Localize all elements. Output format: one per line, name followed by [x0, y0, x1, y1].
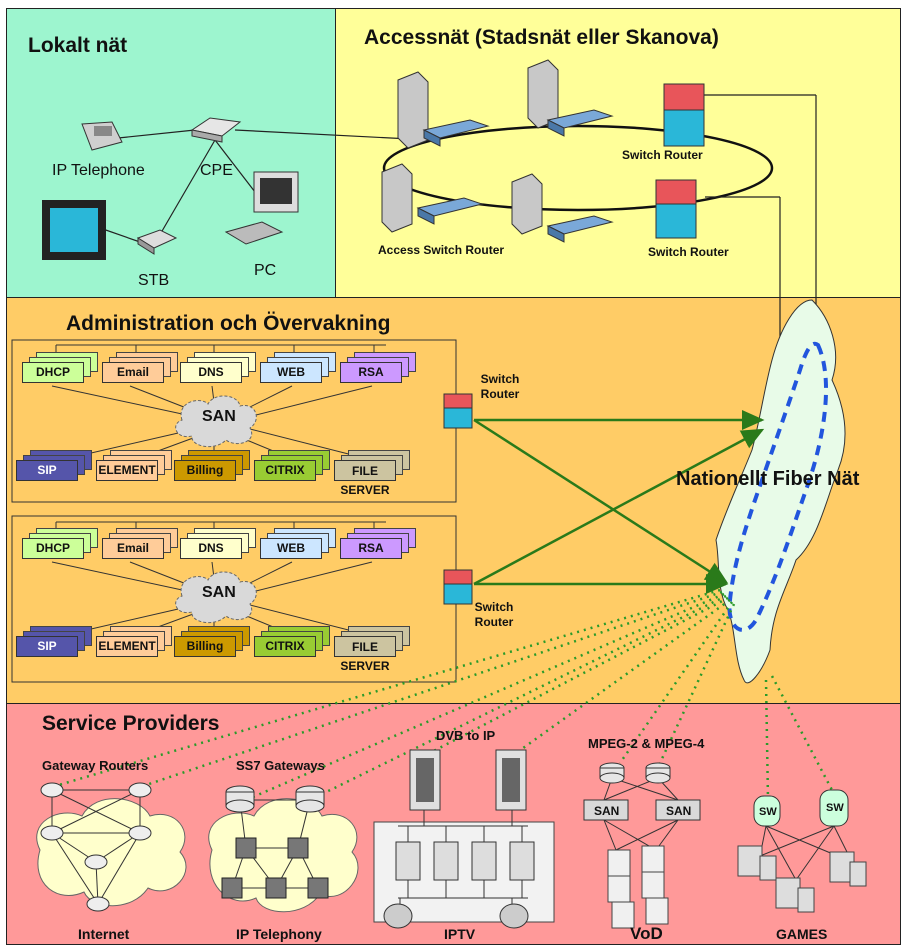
game-switch-icon [753, 789, 849, 827]
admin-switch-router-bottom-label: Switch Router [474, 600, 514, 629]
ss7-gateway-icon [225, 785, 325, 813]
service-stack-rsa: RSA [340, 352, 416, 384]
switch-router-2-label: Switch Router [648, 245, 729, 259]
switch-router-1-label: Switch Router [622, 148, 703, 162]
ip-phone-icon [81, 121, 123, 151]
service-stack-web: WEB [260, 528, 336, 560]
service-stack-billing: Billing [174, 626, 250, 658]
san-cloud-icon [175, 395, 257, 624]
service-stack-element: ELEMENT [96, 450, 172, 482]
mpeg-label: MPEG-2 & MPEG-4 [588, 736, 705, 751]
service-label: RSA [340, 362, 402, 383]
iptv-module-icon [395, 841, 535, 881]
fiber-network-label: Nationellt Fiber Nät [676, 468, 860, 490]
service-stack-citrix: CITRIX [254, 450, 330, 482]
sw-right-label: SW [826, 802, 844, 814]
tv-icon [42, 200, 106, 260]
ip-telephony-label: IP Telephony [236, 926, 322, 942]
telephony-server-icon [221, 837, 329, 899]
access-ring [382, 124, 774, 212]
dvb-encoder-icon [409, 749, 527, 811]
service-label: DNS [180, 362, 242, 383]
service-label: FILE SERVER [334, 636, 396, 673]
provider-links [51, 588, 834, 802]
service-stack-dns: DNS [180, 528, 256, 560]
san-label: SAN [202, 584, 236, 601]
service-label: WEB [260, 538, 322, 559]
game-server-icon [737, 845, 867, 913]
service-label: Billing [174, 460, 236, 481]
admin-title: Administration och Övervakning [66, 312, 391, 335]
service-label: DNS [180, 538, 242, 559]
vod-label: VoD [630, 924, 663, 943]
vod-server-icon [607, 845, 669, 929]
service-providers-title: Service Providers [42, 712, 220, 735]
service-stack-citrix: CITRIX [254, 626, 330, 658]
service-stack-email: Email [102, 528, 178, 560]
service-label: WEB [260, 362, 322, 383]
service-label: Email [102, 538, 164, 559]
service-stack-email: Email [102, 352, 178, 384]
vod-san-left-label: SAN [594, 804, 620, 818]
service-stack-rsa: RSA [340, 528, 416, 560]
satellite-dish-icon [383, 903, 529, 929]
cpe-label: CPE [200, 162, 233, 179]
service-label: Billing [174, 636, 236, 657]
access-switch-router-label: Access Switch Router [378, 243, 505, 257]
vod-san-right-label: SAN [666, 804, 692, 818]
service-stack-dns: DNS [180, 352, 256, 384]
internet-label: Internet [78, 926, 130, 942]
service-label: DHCP [22, 362, 84, 383]
service-stack-sip: SIP [16, 450, 92, 482]
service-stack-web: WEB [260, 352, 336, 384]
access-network-panel [335, 8, 901, 298]
switch-router-icon [655, 83, 705, 239]
gateway-router-icon [40, 782, 152, 912]
vod-san-right-box [655, 799, 701, 821]
ip-telephone-label: IP Telephone [52, 162, 145, 179]
stb-label: STB [138, 272, 170, 289]
gateway-routers-label: Gateway Routers [42, 758, 149, 773]
stb-icon [136, 229, 178, 255]
green-arrows [473, 410, 765, 594]
access-network-title: Accessnät (Stadsnät eller Skanova) [364, 26, 719, 49]
pc-label: PC [254, 262, 277, 279]
games-label: GAMES [776, 926, 828, 942]
sw-left-label: SW [759, 806, 777, 818]
pc-icon [224, 171, 299, 245]
service-label: RSA [340, 538, 402, 559]
local-network-title: Lokalt nät [28, 34, 128, 57]
service-stack-dhcp: DHCP [22, 352, 98, 384]
service-label: ELEMENT [96, 460, 158, 481]
vod-san-left-box [583, 799, 629, 821]
vod-storage-icon [599, 762, 671, 784]
service-stack-element: ELEMENT [96, 626, 172, 658]
service-stack-dhcp: DHCP [22, 528, 98, 560]
service-stack-file-server: FILE SERVER [334, 450, 410, 497]
service-label: ELEMENT [96, 636, 158, 657]
service-stack-file-server: FILE SERVER [334, 626, 410, 673]
cpe-switch-icon [190, 117, 242, 143]
access-switch-icon [416, 109, 614, 243]
ss7-gateways-label: SS7 Gateways [236, 758, 325, 773]
service-stack-sip: SIP [16, 626, 92, 658]
fiber-ring [727, 341, 828, 632]
service-stack-billing: Billing [174, 450, 250, 482]
admin-switch-router-top-label: Switch Router [480, 372, 520, 401]
service-label: CITRIX [254, 460, 316, 481]
dvb-to-ip-label: DVB to IP [436, 728, 496, 743]
building-icon [381, 59, 559, 235]
service-label: DHCP [22, 538, 84, 559]
service-label: CITRIX [254, 636, 316, 657]
admin-switch-router-icon [443, 393, 473, 605]
service-label: FILE SERVER [334, 460, 396, 497]
iptv-label: IPTV [444, 926, 476, 942]
service-label: SIP [16, 460, 78, 481]
service-label: SIP [16, 636, 78, 657]
service-label: Email [102, 362, 164, 383]
san-label: SAN [202, 408, 236, 425]
